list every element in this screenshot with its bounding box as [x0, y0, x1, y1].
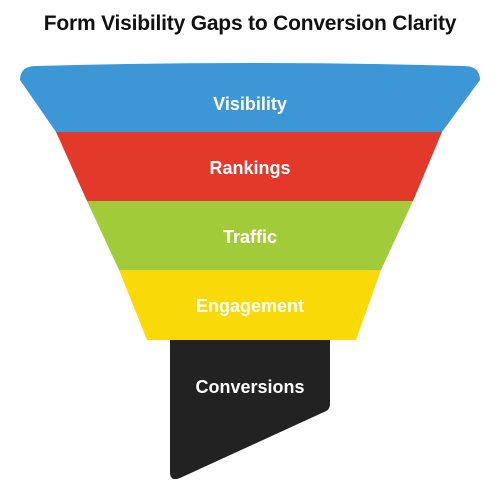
funnel-stage-visibility-label: Visibility: [213, 94, 287, 114]
funnel-stage-conversions-label: Conversions: [195, 377, 304, 397]
funnel-stage-rankings: [56, 132, 442, 201]
funnel-stage-engagement-label: Engagement: [196, 296, 304, 316]
funnel-stage-conversions: [170, 340, 330, 480]
diagram-title: Form Visibility Gaps to Conversion Clari…: [43, 12, 457, 35]
funnel-stage-traffic: [87, 201, 413, 270]
funnel-stage-rankings-label: Rankings: [209, 158, 290, 178]
funnel-stage-traffic-label: Traffic: [223, 227, 277, 247]
funnel-stage-visibility: [20, 63, 480, 132]
funnel-stage-engagement: [119, 270, 381, 340]
